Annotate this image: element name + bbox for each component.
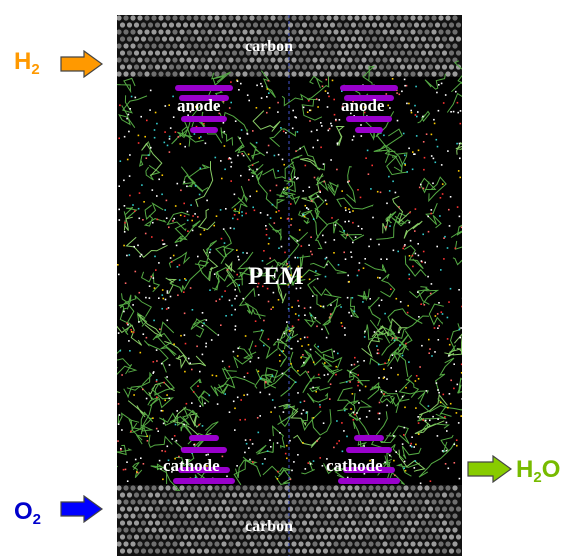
- h2-inlet-arrow-icon: [60, 50, 104, 78]
- o2-sub: 2: [32, 511, 42, 528]
- anode-right-label: anode: [341, 96, 385, 115]
- pem-label: PEM: [248, 263, 304, 290]
- o2-base: O: [14, 498, 33, 525]
- fuel-cell-simulation: carbon anode anode PEM cathode cathode c…: [117, 15, 462, 556]
- h2-label: H2: [14, 48, 40, 78]
- carbon-layer-top: [117, 15, 462, 77]
- h2-sub: 2: [31, 61, 40, 78]
- polymer-chains: [117, 60, 462, 492]
- h2-base: H: [14, 48, 32, 75]
- h2o-sub: 2: [533, 469, 542, 486]
- carbon-bottom-label: carbon: [245, 518, 293, 535]
- h2o-base: H: [516, 456, 534, 483]
- molecular-render: [117, 15, 462, 556]
- water-molecules: [117, 78, 462, 485]
- carbon-top-label: carbon: [245, 38, 293, 55]
- h2o-outlet-arrow-icon: [467, 455, 513, 483]
- o2-inlet-arrow-icon: [60, 495, 104, 523]
- cathode-right-label: cathode: [326, 456, 383, 475]
- anode-left-label: anode: [177, 96, 221, 115]
- o2-label: O2: [14, 498, 41, 528]
- catalyst-particles: [173, 85, 400, 484]
- cathode-left-label: cathode: [163, 456, 220, 475]
- h2o-tail: O: [541, 456, 561, 483]
- h2o-label: H2O: [516, 456, 560, 486]
